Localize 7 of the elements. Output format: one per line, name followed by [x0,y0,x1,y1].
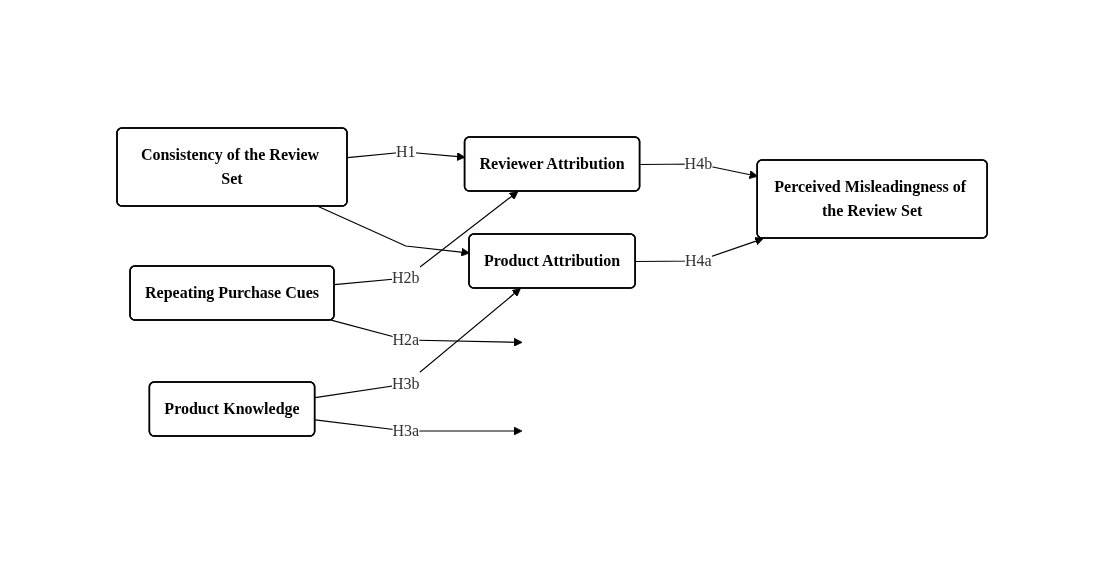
edge-label: H4a [684,252,712,269]
edge-label: H2a [392,331,420,348]
edge-label: H3a [392,422,420,439]
edge-label: H2b [391,269,420,286]
edge-label: H3b [391,375,420,392]
edge-label: H4b [684,155,713,172]
edge-label: H1 [395,143,416,160]
